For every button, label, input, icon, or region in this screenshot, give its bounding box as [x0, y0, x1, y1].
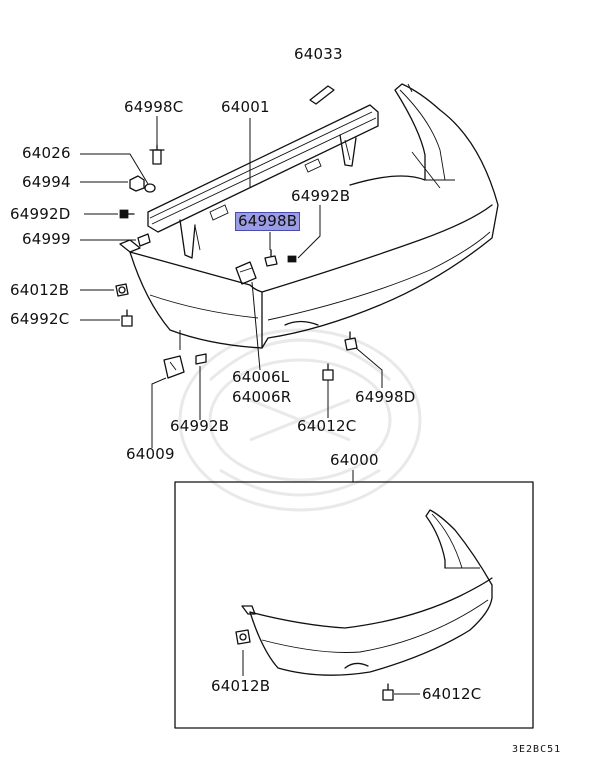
label-64992b-top: 64992B	[291, 187, 351, 205]
label-64006l: 64006L	[232, 368, 290, 386]
bumper-assembly-64000	[241, 509, 493, 676]
label-64992c: 64992C	[10, 310, 70, 328]
retainer-64012C-mid	[322, 363, 334, 381]
label-64998d: 64998D	[355, 388, 416, 406]
label-64998b-highlighted[interactable]: 64998B	[235, 212, 301, 231]
label-64012b-left: 64012B	[10, 281, 70, 299]
diagram-code: 3E2BC51	[512, 744, 562, 755]
bolt-64998D	[344, 331, 358, 351]
screw-64992D	[119, 209, 135, 219]
label-64994: 64994	[22, 173, 71, 191]
bolt-64998B	[264, 249, 278, 267]
watermark	[178, 328, 422, 512]
retainer-64012B-left	[115, 283, 129, 297]
leader-lines	[80, 116, 420, 695]
retainer-64012C-box	[382, 683, 394, 701]
label-64009: 64009	[126, 445, 175, 463]
fastener-64998C	[149, 144, 165, 165]
bracket-64009	[163, 355, 185, 379]
bumper-cover-main	[119, 83, 499, 349]
label-64999: 64999	[22, 230, 71, 248]
label-64001: 64001	[221, 98, 270, 116]
label-64033: 64033	[294, 45, 343, 63]
beam-64001	[147, 104, 379, 259]
fastener-64026	[144, 183, 156, 193]
screw-64992B-bottom	[195, 353, 207, 365]
label-64026: 64026	[22, 144, 71, 162]
label-64012b-box: 64012B	[211, 677, 271, 695]
label-64998c: 64998C	[124, 98, 184, 116]
clip-64999	[137, 233, 151, 247]
retainer-64012B-box	[235, 629, 251, 645]
screw-64992B-top	[287, 255, 297, 263]
label-64992d: 64992D	[10, 205, 71, 223]
label-64012c-box: 64012C	[422, 685, 482, 703]
pad-64033	[309, 85, 335, 105]
bracket-64006	[235, 261, 257, 285]
label-64992b-bottom: 64992B	[170, 417, 230, 435]
label-64000: 64000	[330, 451, 379, 469]
label-64006r: 64006R	[232, 388, 292, 406]
label-64012c-mid: 64012C	[297, 417, 357, 435]
screw-64992C	[121, 309, 133, 327]
assembly-box-64000	[174, 481, 534, 729]
nut-64994	[129, 175, 145, 192]
